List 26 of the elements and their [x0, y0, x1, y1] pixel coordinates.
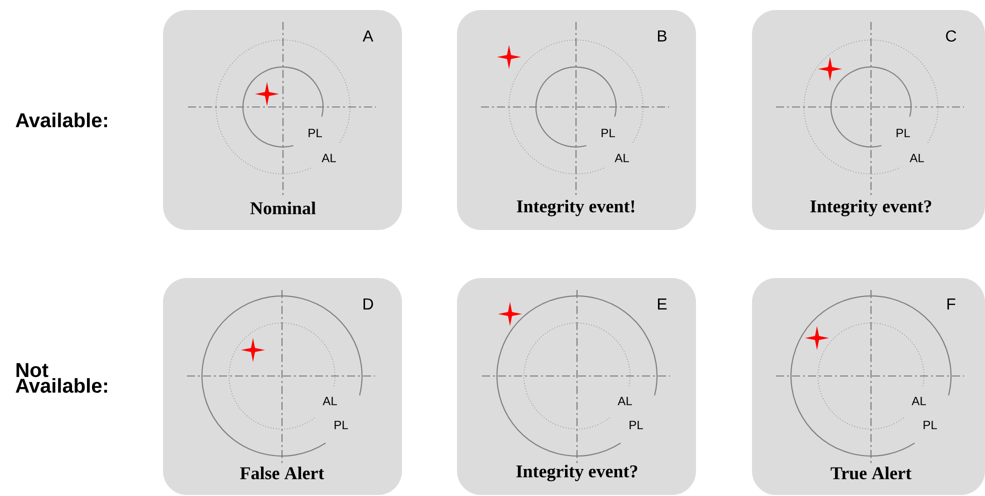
ring-label: PL [334, 420, 348, 430]
ring-label: PL [896, 128, 910, 138]
ring-label: AL [614, 154, 629, 162]
panel-letter: D [364, 298, 374, 310]
ring-label: PL [630, 420, 643, 430]
panel-caption: Integrity event? [810, 200, 932, 216]
panel-letter: B [658, 30, 666, 42]
panel-letter: C [946, 30, 956, 42]
panel-caption: True Alert [830, 466, 912, 480]
panel-letter: F [947, 298, 956, 310]
ring-label: AL [910, 154, 924, 162]
ring-label: AL [618, 396, 632, 406]
panel-caption: Integrity event? [516, 464, 638, 482]
ring-label: AL [912, 396, 926, 406]
panel-caption: False Alert [240, 466, 324, 480]
ring-label: PL [602, 128, 615, 138]
row-label: Available: [16, 112, 108, 128]
panel-letter: E [658, 298, 667, 310]
ring-label: AL [322, 154, 336, 162]
row-label: Not Available: [16, 363, 108, 393]
panel-letter: A [362, 30, 374, 42]
panel-caption: Integrity event! [516, 200, 634, 216]
ring-label: AL [322, 396, 337, 406]
panel-caption: Nominal [250, 202, 316, 214]
ring-label: PL [308, 128, 322, 138]
ring-label: PL [924, 420, 937, 430]
